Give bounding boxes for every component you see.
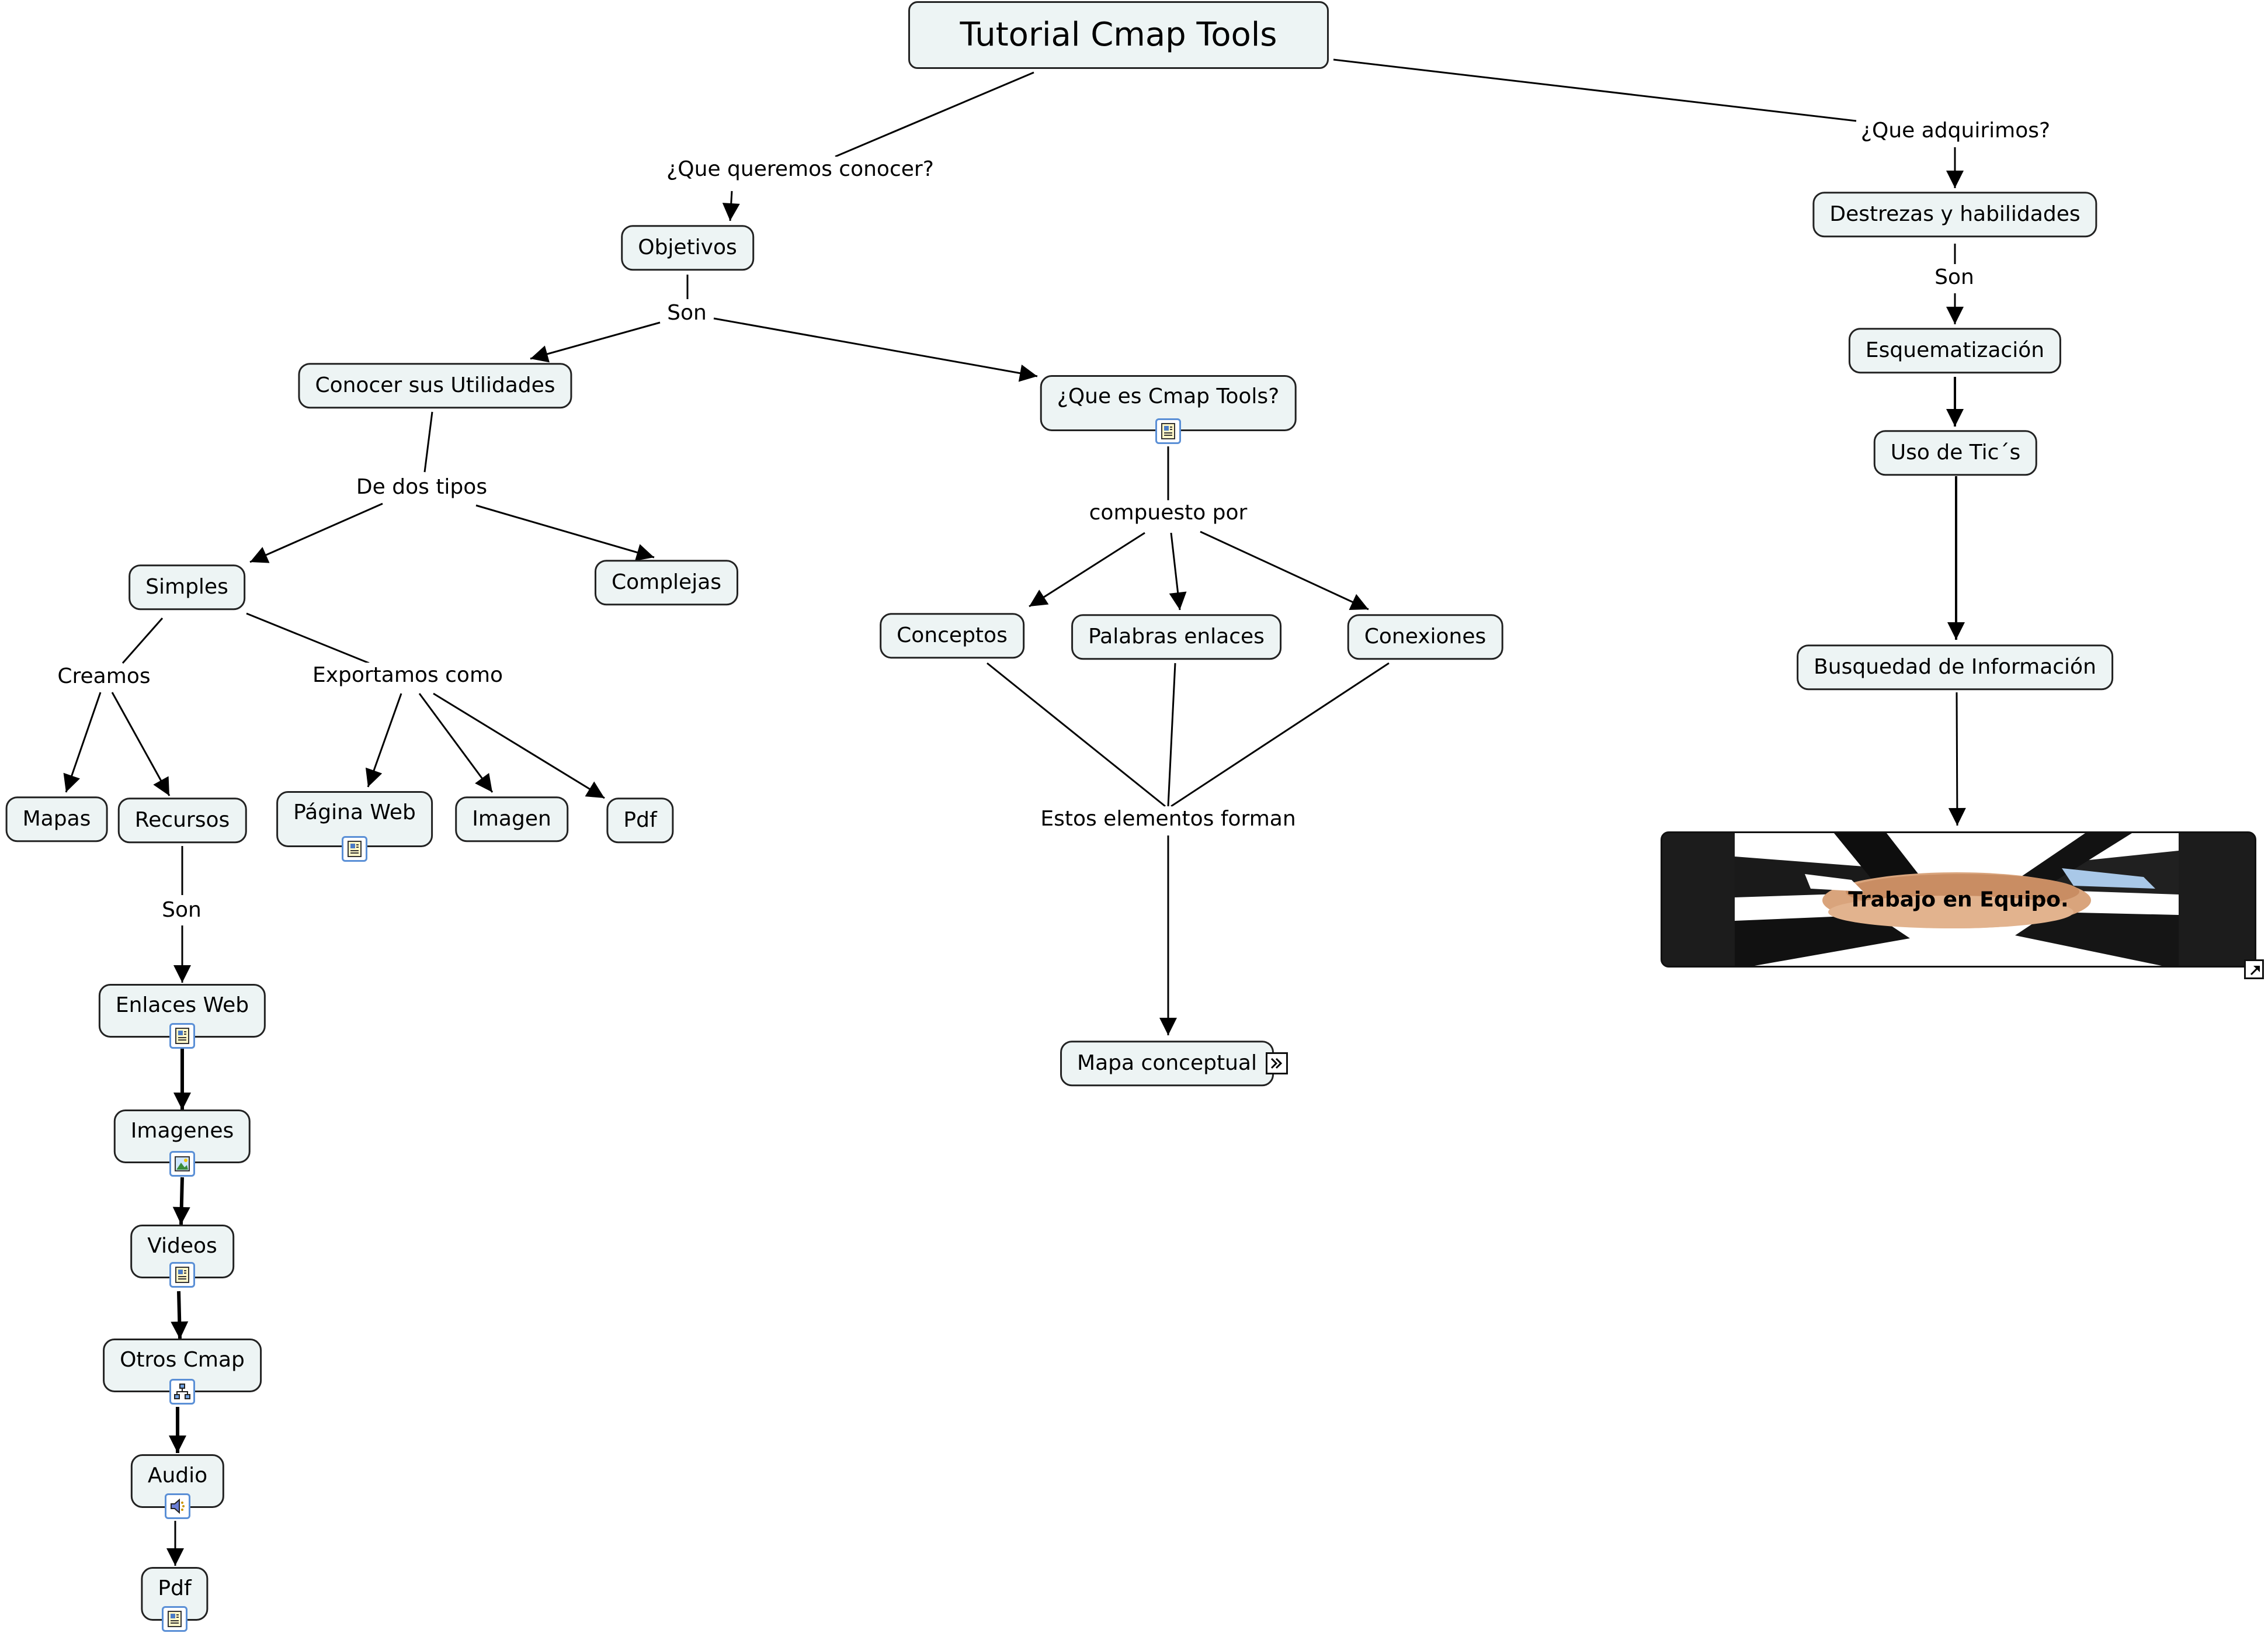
concept-simples[interactable]: Simples	[128, 564, 245, 610]
link-exportamos-como[interactable]: Exportamos como	[308, 663, 507, 688]
concept-conocer-utilidades[interactable]: Conocer sus Utilidades	[298, 363, 572, 408]
edge-videos-otros	[171, 1291, 189, 1340]
concept-mapa-conceptual[interactable]: Mapa conceptual	[1060, 1041, 1274, 1086]
concept-que-es-cmap-label: ¿Que es Cmap Tools?	[1057, 384, 1280, 408]
edge-dedos-simples	[249, 502, 383, 563]
image-concept-trabajo-equipo[interactable]: Trabajo en Equipo.	[1661, 831, 2256, 968]
document-resource-icon[interactable]	[342, 836, 367, 862]
concept-destrezas[interactable]: Destrezas y habilidades	[1812, 192, 2097, 237]
concept-enlaces-web-label: Enlaces Web	[115, 993, 249, 1017]
concept-conexiones[interactable]: Conexiones	[1347, 614, 1503, 660]
concept-mapas[interactable]: Mapas	[5, 796, 108, 842]
teamwork-photo	[1735, 833, 2179, 966]
document-resource-icon[interactable]	[169, 1262, 195, 1288]
image-resource-icon[interactable]	[169, 1151, 195, 1177]
edge-compuesto-palabras	[1169, 532, 1187, 611]
edge-dedos-complejas	[475, 504, 655, 561]
concept-objetivos[interactable]: Objetivos	[621, 225, 754, 271]
concept-pdf-export[interactable]: Pdf	[606, 798, 674, 843]
edge-exportamos-pdf	[433, 692, 605, 799]
edge-title-queremos	[835, 71, 1034, 158]
expand-image-icon[interactable]	[2244, 959, 2264, 979]
link-compuesto-por[interactable]: compuesto por	[1085, 500, 1251, 526]
concept-busqueda[interactable]: Busquedad de Información	[1797, 644, 2113, 690]
title-node[interactable]: Tutorial Cmap Tools	[908, 1, 1329, 69]
link-creamos[interactable]: Creamos	[54, 664, 154, 689]
concept-videos-label: Videos	[147, 1234, 217, 1258]
concept-esquematizacion[interactable]: Esquematización	[1848, 328, 2062, 373]
link-que-adquirimos[interactable]: ¿Que adquirimos?	[1857, 118, 2054, 144]
link-son-recursos[interactable]: Son	[158, 897, 205, 923]
concept-conceptos[interactable]: Conceptos	[880, 613, 1024, 658]
edge-conexiones-estos	[1171, 662, 1390, 807]
edge-exportamos-pagina	[365, 693, 402, 788]
edge-creamos-mapas	[63, 692, 102, 793]
edge-imagenes-videos	[172, 1177, 190, 1225]
link-de-dos-tipos[interactable]: De dos tipos	[352, 474, 491, 500]
concept-pagina-web-label: Página Web	[293, 800, 416, 824]
edge-title-adquirimos	[1333, 58, 1857, 122]
concept-palabras-enlaces[interactable]: Palabras enlaces	[1071, 614, 1281, 660]
concept-audio-label: Audio	[147, 1464, 208, 1488]
concept-pdf-resource-label: Pdf	[158, 1576, 192, 1600]
edge-compuesto-conceptos	[1029, 532, 1145, 608]
edge-son-quees	[713, 317, 1038, 382]
image-caption: Trabajo en Equipo.	[1848, 887, 2069, 911]
hands-illustration	[1735, 833, 2179, 966]
cmap-resource-icon[interactable]	[169, 1379, 195, 1405]
nested-map-icon[interactable]	[1266, 1052, 1288, 1074]
edge-simples-creamos	[121, 618, 164, 664]
edge-exportamos-imagen	[418, 693, 494, 793]
edge-compuesto-conexiones	[1200, 531, 1369, 611]
concept-pagina-web[interactable]: Página Web	[276, 791, 433, 847]
edge-son-conocer	[530, 321, 661, 363]
edge-simples-exportamos	[246, 612, 370, 664]
link-son-objetivos[interactable]: Son	[664, 300, 710, 326]
concept-otros-cmap-label: Otros Cmap	[120, 1348, 245, 1372]
document-resource-icon[interactable]	[169, 1023, 195, 1049]
edge-queremos-objetivos	[722, 190, 740, 221]
concept-recursos[interactable]: Recursos	[117, 798, 247, 843]
concept-uso-tics[interactable]: Uso de Tic´s	[1873, 430, 2038, 476]
edge-creamos-recursos	[111, 692, 171, 796]
edge-conocer-dedos	[423, 411, 433, 473]
link-estos-elementos[interactable]: Estos elementos forman	[1037, 806, 1300, 832]
concept-imagen[interactable]: Imagen	[455, 796, 568, 842]
link-son-destrezas[interactable]: Son	[1931, 265, 1978, 290]
concept-imagenes[interactable]: Imagenes	[113, 1109, 251, 1163]
document-resource-icon[interactable]	[162, 1606, 187, 1632]
edge-conceptos-estos	[987, 662, 1166, 807]
document-resource-icon[interactable]	[1155, 418, 1181, 444]
concept-complejas[interactable]: Complejas	[594, 560, 739, 605]
link-que-queremos[interactable]: ¿Que queremos conocer?	[663, 157, 937, 182]
audio-resource-icon[interactable]	[165, 1493, 190, 1519]
concept-imagenes-label: Imagenes	[130, 1119, 234, 1143]
edge-palabras-estos	[1167, 663, 1176, 807]
